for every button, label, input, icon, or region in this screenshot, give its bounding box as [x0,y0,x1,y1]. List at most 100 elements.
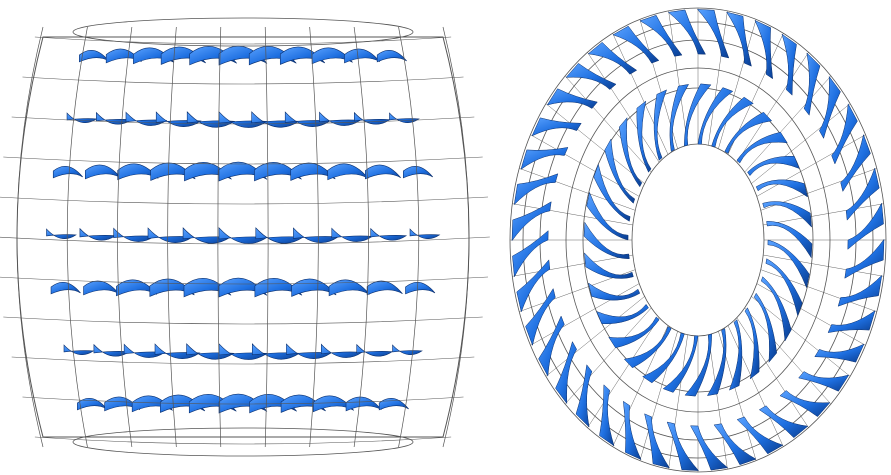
blade [584,252,634,279]
front-spoke [612,33,669,155]
blade [331,227,374,242]
blade [512,230,549,278]
blade [667,9,706,55]
blade [63,344,95,356]
side-wire-line [66,26,88,448]
blade [814,343,865,363]
side-wire-line [167,26,177,448]
blade [531,117,582,137]
blade [104,396,141,412]
blade [131,395,173,413]
blade [186,111,236,128]
blade [644,413,670,469]
front-spoke [708,10,728,146]
side-wire-line [117,26,133,448]
blade [370,227,407,241]
blade [328,279,370,297]
blade [565,63,617,90]
blade [117,163,159,181]
blade [538,315,565,377]
front-spoke [736,52,809,163]
blade [754,19,774,80]
side-view-wireframe [0,17,490,457]
blade [513,173,559,206]
blade [84,164,121,180]
front-spoke [756,134,866,197]
blade [724,111,773,154]
blade [612,25,660,64]
blade [599,384,615,447]
side-wire-ring [0,236,490,245]
blade [588,282,641,301]
blade [184,162,232,182]
blade [344,48,381,64]
front-spoke [564,75,652,173]
blade [845,167,880,221]
blade [218,161,268,182]
blade [755,179,808,198]
blade [105,48,142,64]
blade [744,307,760,380]
side-wire-line [442,26,470,448]
front-spoke [668,10,688,146]
side-wire-ring [3,156,483,165]
blade [666,421,700,471]
blade [254,162,302,182]
front-view-wireframe [509,7,887,473]
blade [79,50,110,63]
side-bottom-rim [72,427,414,457]
blade [189,46,238,66]
blade [662,335,699,393]
blade [819,75,841,139]
blade [639,14,683,57]
front-spoke [736,317,809,428]
blade [619,117,643,188]
blade [690,425,729,471]
blade [779,390,831,417]
front-spoke [751,296,851,377]
blade [726,11,752,67]
blade [46,228,77,240]
blade [154,343,201,359]
side-wire-line [309,26,319,448]
blade [840,133,871,193]
blade [402,166,433,179]
side-wire-ring [11,356,475,365]
front-spoke [530,283,640,346]
side-view-blades [46,45,441,414]
front-spoke [639,331,678,461]
front-spoke [727,325,784,447]
front-spoke [512,203,633,226]
blade [376,50,407,63]
blade [52,166,83,179]
blade [279,46,326,65]
blade [311,47,353,65]
blade [293,227,339,243]
blade [83,280,120,296]
blade [760,276,792,342]
front-spoke [587,52,660,163]
blade [762,201,812,228]
blade [409,228,441,240]
blade [586,191,629,241]
blade [711,96,754,148]
front-ring [631,143,765,337]
blade [525,287,556,347]
side-top-rim [72,17,414,47]
blade [736,416,784,455]
side-wire-line [16,26,44,448]
front-spoke [718,19,757,149]
side-wire-ring [34,36,452,45]
blade [511,201,552,242]
blade [827,310,876,333]
blade [669,84,690,152]
blade [546,88,598,109]
side-wire-line [398,26,420,448]
blade [847,202,884,250]
blade [767,239,810,289]
front-spoke [668,334,688,470]
front-spoke [519,168,636,211]
blade [248,46,297,66]
front-spoke [763,254,884,277]
blade [218,45,268,66]
